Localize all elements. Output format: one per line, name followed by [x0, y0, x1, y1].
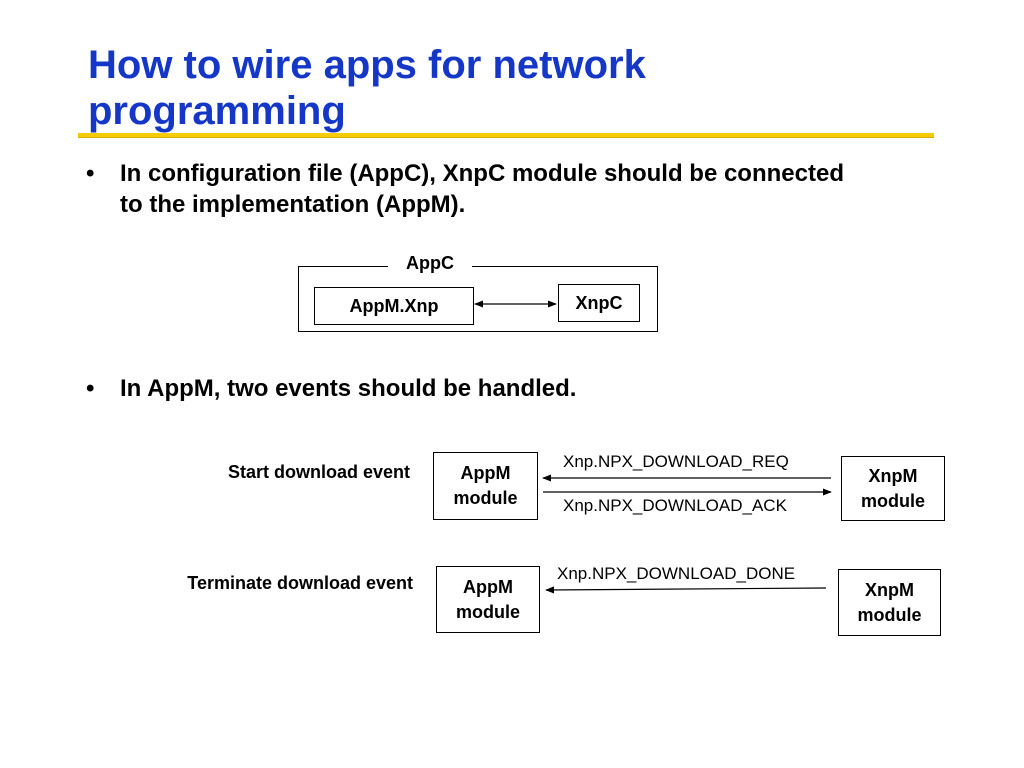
xnpm-module-box-terminate: XnpM module	[838, 569, 941, 636]
xnpm-module-line-2: module	[860, 490, 925, 511]
appm-module-box-start: AppM module	[433, 452, 538, 520]
appm-module-line-2: module	[455, 601, 520, 622]
xnpm-module-line-1: XnpM	[864, 579, 914, 600]
bullet-dot: •	[86, 160, 95, 187]
xnpc-box: XnpC	[558, 284, 640, 322]
appm-xnp-box: AppM.Xnp	[314, 287, 474, 325]
message-download-done: Xnp.NPX_DOWNLOAD_DONE	[557, 564, 796, 583]
message-download-ack: Xnp.NPX_DOWNLOAD_ACK	[563, 496, 787, 515]
xnpm-module-line-1: XnpM	[868, 465, 918, 486]
appm-module-box-terminate: AppM module	[436, 566, 540, 633]
appm-module-line-1: AppM	[460, 463, 511, 483]
xnpm-module-box-start: XnpM module	[841, 456, 945, 521]
appc-frame-label: AppC	[388, 252, 472, 274]
bullet-events: • In AppM, two events should be handled.	[86, 373, 786, 404]
bullet-config-text: In configuration file (AppC), XnpC modul…	[120, 160, 844, 218]
start-download-event-label: Start download event	[227, 462, 410, 482]
bullet-dot: •	[86, 375, 95, 402]
message-download-req: Xnp.NPX_DOWNLOAD_REQ	[563, 452, 789, 471]
bullet-config: • In configuration file (AppC), XnpC mod…	[86, 158, 866, 220]
terminate-download-event-label: Terminate download event	[187, 573, 413, 593]
slide-title-line-2: programming	[88, 89, 346, 133]
xnpm-module-line-2: module	[857, 604, 922, 625]
slide-title-line-1: How to wire apps for network	[88, 43, 646, 87]
bullet-events-text: In AppM, two events should be handled.	[120, 375, 577, 402]
title-underline	[78, 133, 934, 138]
appm-module-line-1: AppM	[463, 576, 513, 597]
slide-title: How to wire apps for network programming	[88, 42, 948, 134]
appm-module-line-2: module	[453, 488, 518, 508]
download-done-arrow	[545, 586, 827, 594]
